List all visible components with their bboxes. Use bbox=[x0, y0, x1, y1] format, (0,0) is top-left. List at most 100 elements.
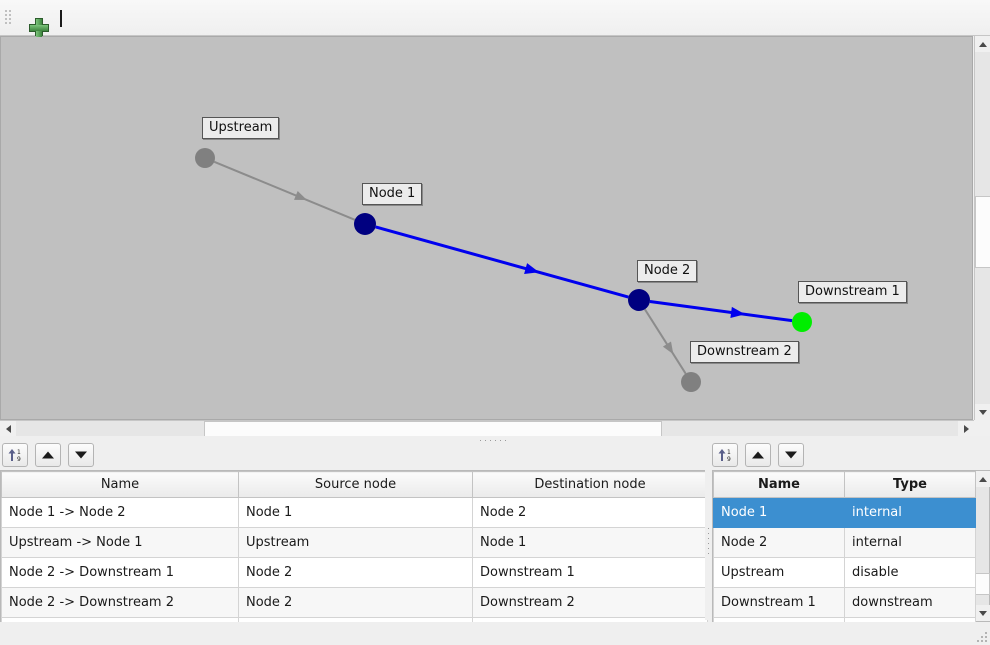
canvas-vertical-scrollbar[interactable] bbox=[974, 36, 990, 420]
toolbar-grip-icon[interactable] bbox=[5, 10, 11, 26]
vertical-splitter[interactable] bbox=[705, 470, 713, 620]
edges-table-cell-destination[interactable]: Downstream 1 bbox=[472, 557, 708, 588]
svg-text:1: 1 bbox=[727, 449, 731, 456]
graph-edge-node1-node2[interactable] bbox=[375, 225, 629, 299]
graph-node-downstream1[interactable] bbox=[792, 312, 812, 332]
remove-node-button[interactable] bbox=[48, 6, 74, 30]
edges-table-cell-name[interactable]: Node 1 -> Node 2 bbox=[1, 497, 239, 528]
graph-edge-upstream-node1[interactable] bbox=[213, 160, 356, 221]
edges-table-cell-destination[interactable]: Node 1 bbox=[472, 527, 708, 558]
nodes-toolbar: 1 9 bbox=[712, 443, 811, 469]
edges-table-cell-source[interactable]: Node 1 bbox=[238, 497, 473, 528]
edges-table-cell-name[interactable]: Node 2 -> Downstream 1 bbox=[1, 557, 239, 588]
scroll-up-arrow-icon[interactable] bbox=[975, 36, 990, 52]
graph-node-label-downstream2[interactable]: Downstream 2 bbox=[690, 341, 799, 363]
graph-edge-node2-downstream1[interactable] bbox=[649, 299, 793, 323]
edges-table-header-3[interactable]: Destination node bbox=[472, 471, 708, 498]
graph-node-downstream2[interactable] bbox=[681, 372, 701, 392]
sort-edges-button[interactable]: 1 9 bbox=[2, 443, 28, 467]
nodes-table-header-2[interactable]: Type bbox=[844, 471, 976, 498]
scroll-down-arrow-icon[interactable] bbox=[975, 605, 990, 621]
edges-table-cell-source[interactable]: Node 2 bbox=[238, 587, 473, 618]
scrollbar-corner bbox=[974, 420, 990, 436]
edges-table-cell-destination[interactable]: Downstream 2 bbox=[472, 587, 708, 618]
nodes-table-cell-name[interactable]: Downstream 1 bbox=[713, 587, 845, 618]
sort-ascending-icon: 1 9 bbox=[8, 449, 21, 463]
graph-node-label-node2[interactable]: Node 2 bbox=[637, 260, 698, 282]
scroll-left-arrow-icon[interactable] bbox=[0, 421, 16, 437]
move-edge-down-button[interactable] bbox=[68, 443, 94, 467]
scroll-up-arrow-icon[interactable] bbox=[975, 471, 990, 487]
graph-edge-arrow-upstream-node1 bbox=[294, 191, 307, 201]
nodes-table-cell-type[interactable]: internal bbox=[844, 527, 976, 558]
edges-table-header-2[interactable]: Source node bbox=[238, 471, 473, 498]
triangle-down-icon bbox=[75, 451, 87, 459]
vertical-scroll-thumb[interactable] bbox=[975, 573, 990, 595]
graph-edges-layer bbox=[195, 148, 812, 392]
svg-text:9: 9 bbox=[727, 456, 731, 463]
move-edge-up-button[interactable] bbox=[35, 443, 61, 467]
sort-nodes-button[interactable]: 1 9 bbox=[712, 443, 738, 467]
sort-ascending-icon: 1 9 bbox=[718, 449, 731, 463]
nodes-table-cell-type[interactable]: internal bbox=[844, 497, 976, 528]
edges-table-header-1[interactable]: Name bbox=[1, 471, 239, 498]
triangle-down-icon bbox=[785, 451, 797, 459]
graph-node-upstream[interactable] bbox=[195, 148, 215, 168]
nodes-table-header-1[interactable]: Name bbox=[713, 471, 845, 498]
graph-node-node2[interactable] bbox=[628, 289, 650, 311]
horizontal-splitter[interactable] bbox=[0, 436, 990, 446]
red-minus-icon bbox=[60, 9, 62, 27]
triangle-up-icon bbox=[752, 451, 764, 459]
graph-node-label-upstream[interactable]: Upstream bbox=[202, 117, 280, 139]
scroll-down-arrow-icon[interactable] bbox=[975, 404, 990, 420]
svg-text:9: 9 bbox=[17, 456, 21, 463]
resize-grip-icon[interactable] bbox=[976, 631, 987, 642]
edges-table-cell-source[interactable]: Upstream bbox=[238, 527, 473, 558]
add-node-button[interactable] bbox=[16, 6, 49, 38]
svg-text:1: 1 bbox=[17, 449, 21, 456]
main-toolbar bbox=[0, 0, 990, 38]
edges-table-cell-source[interactable]: Node 2 bbox=[238, 557, 473, 588]
edges-table-cell-name[interactable]: Upstream -> Node 1 bbox=[1, 527, 239, 558]
status-strip bbox=[0, 622, 990, 645]
canvas-horizontal-scrollbar[interactable] bbox=[0, 420, 974, 437]
nodes-table-cell-type[interactable]: disable bbox=[844, 557, 976, 588]
graph-edge-arrow-node2-downstream1 bbox=[730, 306, 745, 318]
move-node-up-button[interactable] bbox=[745, 443, 771, 467]
edges-table-cell-destination[interactable]: Node 2 bbox=[472, 497, 708, 528]
vertical-scroll-thumb[interactable] bbox=[975, 196, 990, 268]
move-node-down-button[interactable] bbox=[778, 443, 804, 467]
horizontal-scroll-thumb[interactable] bbox=[204, 421, 662, 437]
graph-node-label-downstream1[interactable]: Downstream 1 bbox=[798, 281, 907, 303]
nodes-table-cell-name[interactable]: Node 2 bbox=[713, 527, 845, 558]
graph-node-label-node1[interactable]: Node 1 bbox=[362, 183, 423, 205]
edges-table-cell-name[interactable]: Node 2 -> Downstream 2 bbox=[1, 587, 239, 618]
horizontal-splitter-grip-icon bbox=[480, 440, 510, 443]
nodes-table-cell-name[interactable]: Node 1 bbox=[713, 497, 845, 528]
nodes-table-cell-type[interactable]: downstream bbox=[844, 587, 976, 618]
graph-edge-arrow-node2-downstream2 bbox=[662, 341, 674, 355]
nodes-vertical-scrollbar[interactable] bbox=[974, 471, 990, 621]
nodes-table-cell-name[interactable]: Upstream bbox=[713, 557, 845, 588]
scroll-right-arrow-icon[interactable] bbox=[958, 421, 974, 437]
graph-edge-node2-downstream2[interactable] bbox=[644, 308, 687, 375]
graph-node-node1[interactable] bbox=[354, 213, 376, 235]
vertical-splitter-grip-icon bbox=[708, 528, 711, 558]
triangle-up-icon bbox=[42, 451, 54, 459]
edges-toolbar: 1 9 bbox=[2, 443, 101, 469]
